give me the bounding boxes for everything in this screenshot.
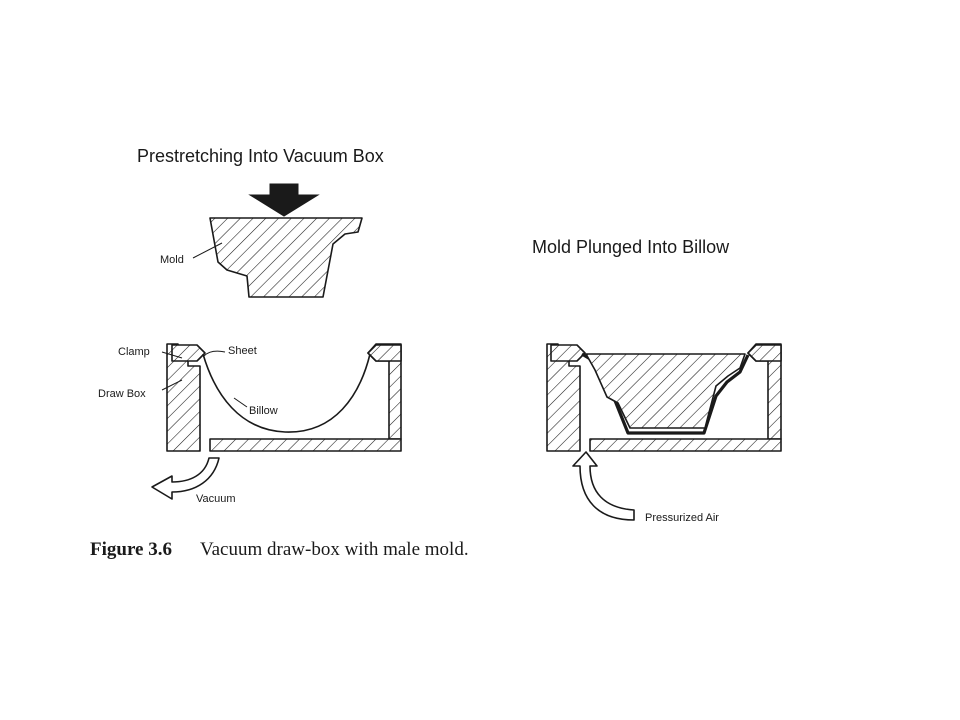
billow-sheet (202, 353, 371, 433)
clamp-leader (161, 351, 183, 359)
vacuum-arrow-icon (151, 457, 220, 500)
right-box-base (589, 438, 782, 452)
pressurized-air-arrow-icon (572, 451, 635, 521)
push-arrow-icon (248, 183, 320, 217)
plunged-mold-shape (585, 353, 746, 429)
sheet-label: Sheet (228, 345, 257, 357)
left-panel-title: Prestretching Into Vacuum Box (137, 146, 384, 166)
pressurized-air-label: Pressurized Air (645, 512, 719, 524)
vacuum-label: Vacuum (196, 493, 236, 505)
figure-caption: Figure 3.6 Vacuum draw-box with male mol… (90, 539, 469, 560)
left-box-left-clamp (171, 344, 206, 362)
right-panel-title: Mold Plunged Into Billow (532, 237, 730, 257)
mold-leader (192, 242, 223, 259)
mold-shape (209, 217, 363, 298)
billow-leader (233, 397, 248, 408)
billow-label: Billow (249, 405, 278, 417)
draw-box-label: Draw Box (98, 388, 146, 400)
left-panel: Prestretching Into Vacuum Box Mold Clamp… (98, 146, 402, 505)
left-box-base (209, 438, 402, 452)
mold-label: Mold (160, 254, 184, 266)
right-box-left-clamp (550, 344, 586, 362)
figure-number: Figure 3.6 (90, 539, 172, 560)
right-box-right-clamp (747, 344, 782, 362)
sheet-leader (203, 350, 226, 357)
draw-box-leader (161, 379, 183, 391)
left-box-right-clamp (367, 344, 402, 362)
clamp-label: Clamp (118, 346, 150, 358)
caption-text: Vacuum draw-box with male mold. (200, 539, 469, 560)
right-panel: Mold Plunged Into Billow Pressurized Air (532, 237, 782, 524)
